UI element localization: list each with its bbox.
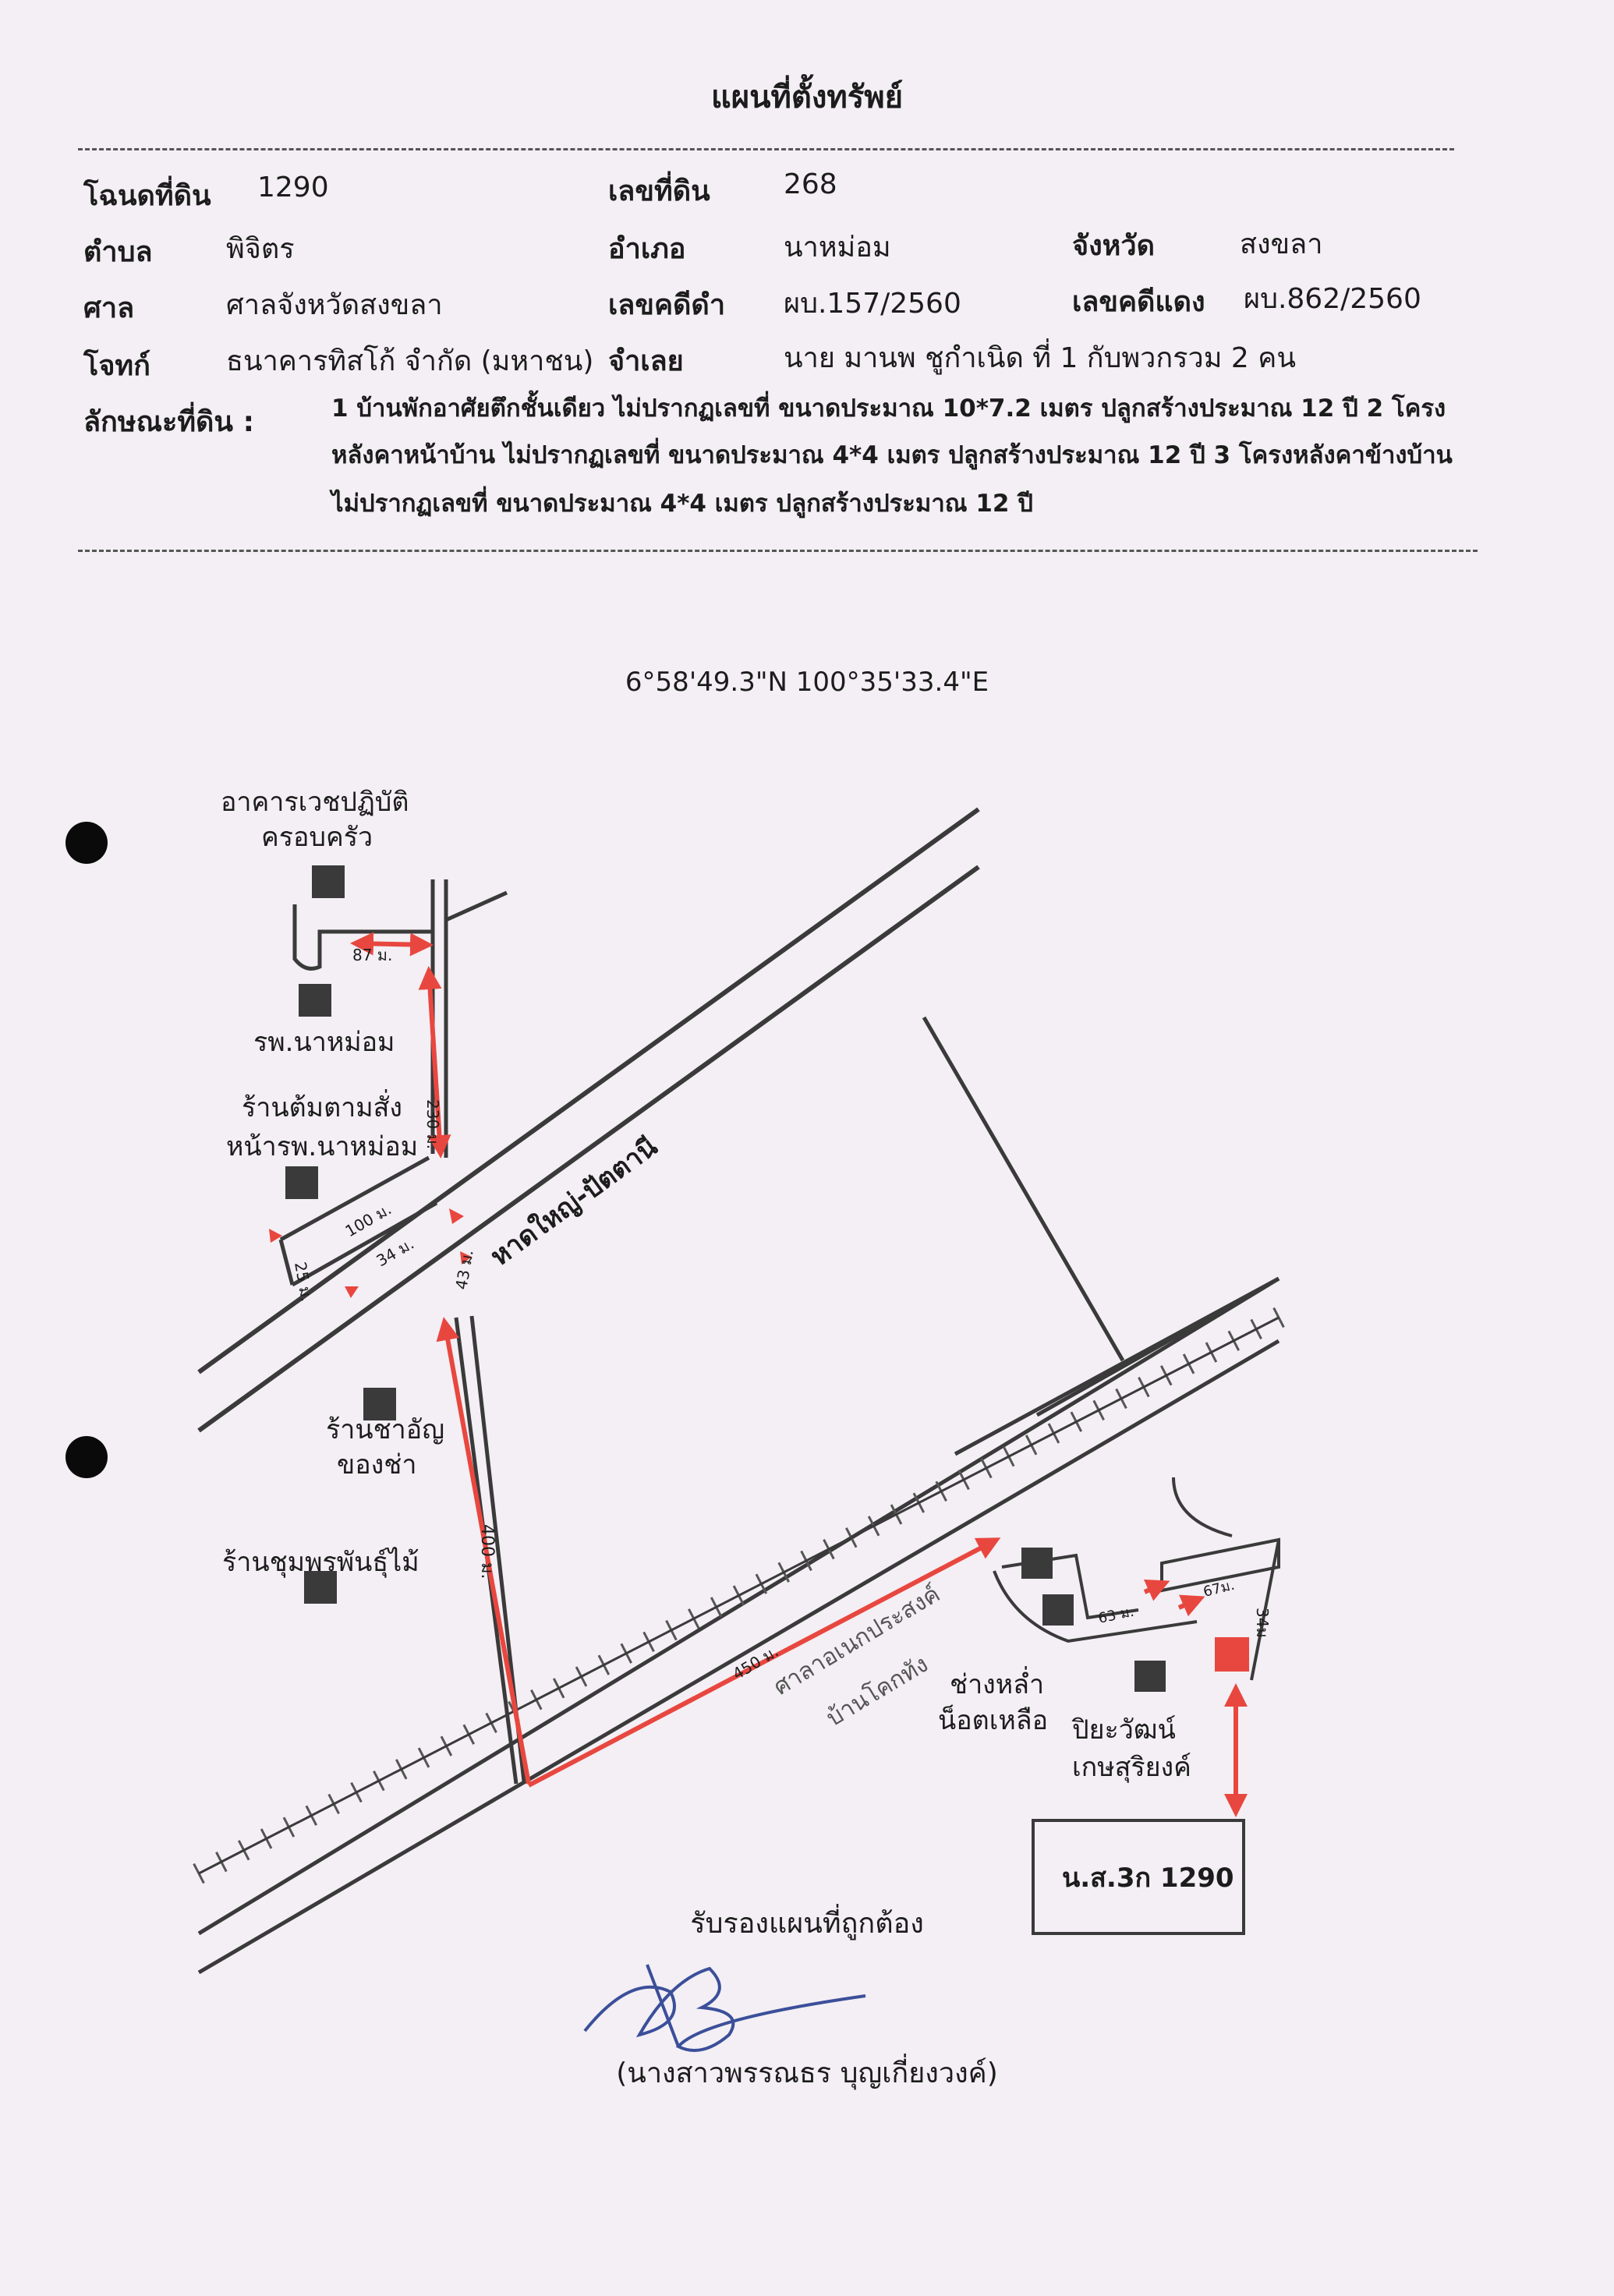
red-case-label: เลขคดีแดง [1072,286,1205,318]
target-parcel-marker [1215,1637,1249,1672]
page-title: แผนที่ตั้งทรัพย์ [710,80,904,115]
signature [583,1964,866,2052]
plaintiff-label: โจทก์ [83,350,150,382]
label-road-name: หาดใหญ่-ปัตตานี [484,1130,663,1272]
binder-hole-bottom [65,1436,108,1478]
land-desc-line-1: 1 บ้านพักอาศัยตึกชั้นเดียว ไม่ปรากฏเลขที… [331,394,1446,423]
label-noodle-1: ร้านต้มตามสั่ง [242,1089,402,1123]
gps-coordinates: 6°58'49.3"N 100°35'33.4"E [625,667,989,698]
dist-63: 63 ม. [1097,1604,1136,1627]
deed-label: โฉนดที่ดิน [83,180,211,212]
subdistrict-label: ตำบล [83,236,153,268]
label-welder-1: ช่างหล่ำ [950,1666,1044,1700]
route-path [350,932,1248,1817]
secondary-road [954,1276,1280,1456]
header-bottom-divider [78,550,1478,552]
welder-shop-marker-1 [1021,1548,1053,1579]
label-tea-2: ของช่า [337,1449,416,1481]
header-top-divider [78,148,1454,150]
label-family-clinic-2: ครอบครัว [261,822,373,853]
clinic-building-marker [312,865,345,898]
label-plant-shop: ร้านชุมพรพันธุ์ไม้ [222,1547,419,1578]
binder-hole-top [65,822,108,864]
signer-name: (นางสาวพรรณธร บุญเกี่ยงวงค์) [616,2057,998,2089]
black-case-label: เลขคดีดำ [608,289,726,321]
dist-43: 43 ม. [451,1248,477,1291]
parcel-box [1032,1819,1245,1935]
court-label: ศาล [83,292,135,324]
province-label: จังหวัด [1072,230,1155,262]
land-no-label: เลขที่ดิน [608,175,710,207]
certification-text: รับรองแผนที่ถูกต้อง [690,1908,924,1940]
defendant-label: จำเลย [608,345,684,377]
subdistrict-value: พิจิตร [226,233,295,265]
dist-34b: 34ม [1253,1608,1272,1638]
land-desc-line-3: ไม่ปรากฏเลขที่ ขนาดประมาณ 4*4 เมตร ปลูกส… [331,490,1033,518]
plaintiff-value: ธนาคารทิสโก้ จำกัด (มหาชน) [226,345,594,377]
label-pavilion-1: ศาลาอเนกประสงค์ [769,1580,945,1701]
red-case-value: ผบ.862/2560 [1244,283,1421,315]
route-arrow [269,1229,282,1243]
dist-25: 25 ม. [291,1261,317,1304]
railway [197,1276,1280,1975]
court-value: ศาลจังหวัดสงขลา [226,289,443,321]
tea-shop-marker [363,1388,396,1420]
land-desc-label: ลักษณะที่ดิน : [83,406,254,438]
defendant-value: นาย มานพ ชูกำเนิด ที่ 1 กับพวกรวม 2 คน [784,342,1296,374]
district-label: อำเภอ [608,233,686,265]
province-value: สงขลา [1240,228,1323,260]
district-value: นาหม่อม [784,232,891,264]
dist-230: 230 ม. [423,1099,442,1149]
piyawat-house-marker [1134,1661,1166,1692]
highway-hatyai-pattani [197,807,980,1433]
deed-value: 1290 [257,172,329,203]
route-arrow [449,1208,464,1224]
label-hospital: รพ.นาหม่อม [253,1027,395,1058]
label-noodle-2: หน้ารพ.นาหม่อม [226,1131,418,1162]
dist-87: 87 ม. [352,946,392,964]
hospital-building-marker [299,984,331,1017]
land-no-value: 268 [784,168,837,200]
railway-center [198,1316,1280,1875]
label-tea-1: ร้านชาอัญ [326,1414,444,1445]
plant-shop-marker [304,1571,337,1604]
label-welder-2: น็อตเหลือ [938,1704,1048,1736]
black-case-value: ผบ.157/2560 [784,288,961,320]
dist-400: 400 ม. [477,1524,497,1579]
route-arrow [345,1286,359,1298]
label-piyawat-2: เกษสุริยงค์ [1072,1752,1191,1783]
noodle-shop-marker [285,1166,318,1199]
noodle-shop-lane [278,1155,438,1287]
land-desc-line-2: หลังคาหน้าบ้าน ไม่ปรากฏเลขที่ ขนาดประมาณ… [331,441,1453,469]
route-arrow [460,1251,472,1265]
label-piyawat-1: ปิยะวัฒน์ [1071,1714,1176,1746]
property-boundary [922,1016,1125,1362]
label-parcel: น.ส.3ก 1290 [1062,1863,1234,1894]
label-family-clinic-1: อาคารเวชปฏิบัติ [221,787,409,818]
welder-shop-marker-2 [1042,1594,1074,1626]
